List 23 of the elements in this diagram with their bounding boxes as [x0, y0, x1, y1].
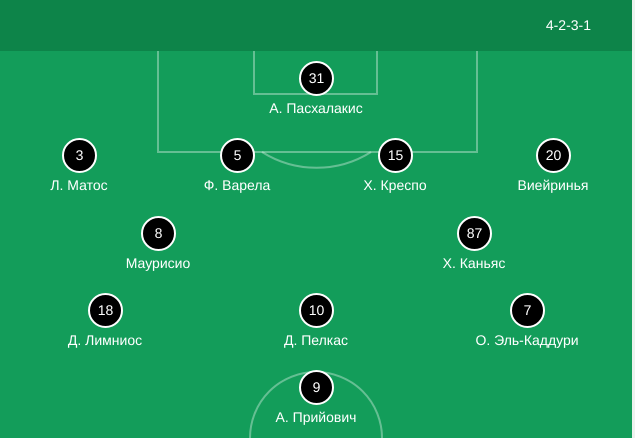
- player-marker: 31: [299, 61, 334, 96]
- player-marker: 18: [88, 293, 123, 328]
- player-name: Маурисио: [126, 255, 190, 272]
- player-marker: 9: [299, 370, 334, 405]
- player-marker: 8: [141, 216, 176, 251]
- player-marker: 7: [510, 293, 545, 328]
- player-name: Д. Лимниос: [68, 332, 142, 349]
- player-name: Ф. Варела: [204, 177, 270, 194]
- player-marker: 10: [299, 293, 334, 328]
- player-name: Виейринья: [518, 177, 588, 194]
- player-name: Л. Матос: [50, 177, 108, 194]
- player-marker: 20: [536, 138, 571, 173]
- player-name: Х. Креспо: [363, 177, 427, 194]
- formation-label: 4-2-3-1: [546, 17, 591, 34]
- player-marker: 15: [378, 138, 413, 173]
- player-name: О. Эль-Каддури: [475, 332, 579, 349]
- player-name: Х. Каньяс: [442, 255, 506, 272]
- player-marker: 3: [62, 138, 97, 173]
- player-name: А. Прийович: [276, 409, 356, 426]
- player-name: Д. Пелкас: [284, 332, 348, 349]
- player-marker: 87: [457, 216, 492, 251]
- player-name: А. Пасхалакис: [269, 100, 363, 117]
- player-marker: 5: [220, 138, 255, 173]
